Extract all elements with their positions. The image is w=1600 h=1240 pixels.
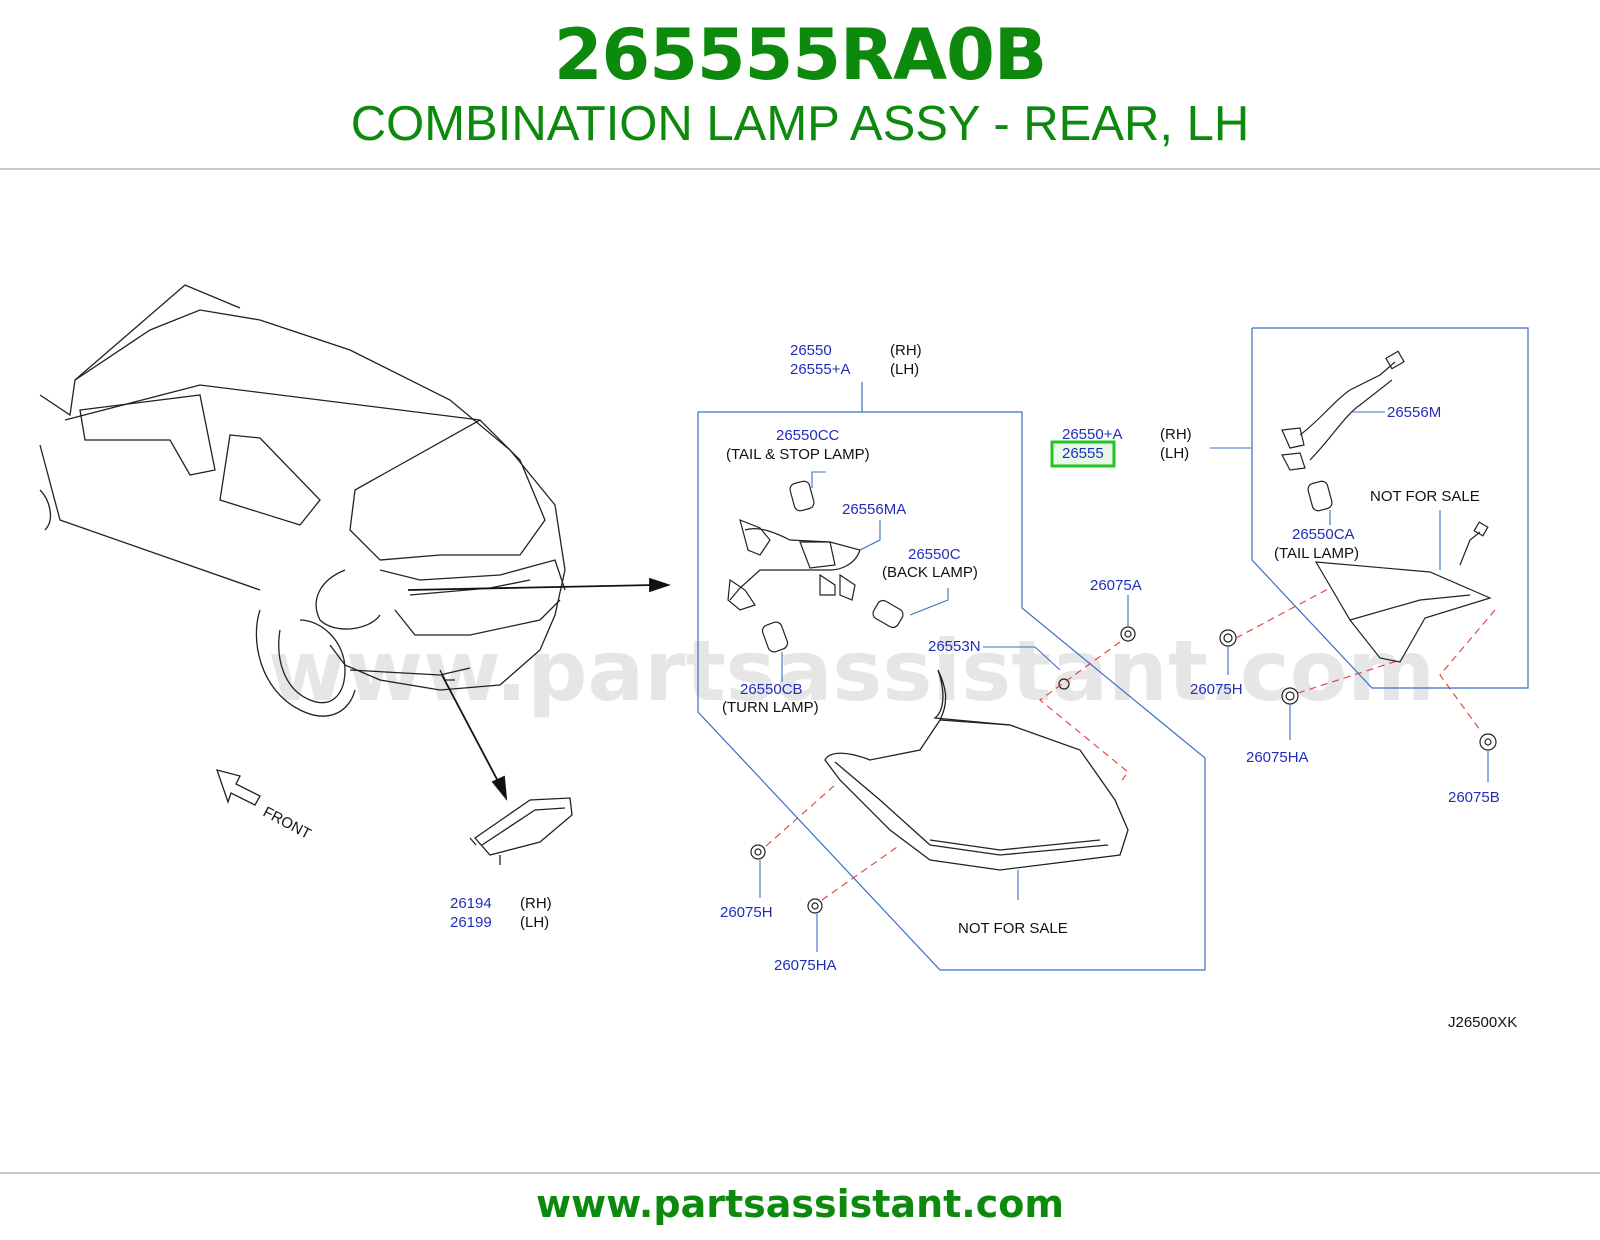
- leader-lines-fasteners: [759, 595, 1489, 952]
- leader-lines-main: [781, 471, 949, 682]
- callout-26075ha-main: 26075HA: [774, 957, 837, 974]
- watermark-text: www.partsassistant.com: [268, 622, 1435, 720]
- part-number-title: 265555RA0B: [553, 14, 1047, 96]
- callout-26199: 26199: [450, 914, 492, 931]
- page-header: 265555RA0B COMBINATION LAMP ASSY - REAR,…: [0, 0, 1600, 168]
- tail-lamp-caption: (TAIL LAMP): [1274, 545, 1359, 562]
- callout-26075h-main: 26075H: [720, 904, 773, 921]
- callout-26199-lh: (LH): [520, 914, 549, 931]
- callout-26550a: 26550+A: [1062, 426, 1122, 443]
- callout-26194: 26194: [450, 895, 492, 912]
- not-for-sale-side: NOT FOR SALE: [1370, 488, 1480, 505]
- callout-26555: 26555: [1062, 445, 1104, 462]
- dashed-assembly-lines: [765, 587, 1496, 901]
- fastener-parts: [750, 626, 1497, 914]
- callout-26194-rh: (RH): [520, 895, 552, 912]
- callout-26550cb: 26550CB: [740, 681, 803, 698]
- callout-26556m: 26556M: [1387, 404, 1441, 421]
- callout-26075h-side: 26075H: [1190, 681, 1243, 698]
- footer-divider: [0, 1172, 1600, 1174]
- callout-26553n: 26553N: [928, 638, 981, 655]
- callout-26075a: 26075A: [1090, 577, 1142, 594]
- callout-26556ma: 26556MA: [842, 501, 906, 518]
- callout-26555-lh: (LH): [1160, 445, 1189, 462]
- callout-26550c: 26550C: [908, 546, 961, 563]
- bulb-and-harness-group: [727, 480, 904, 653]
- not-for-sale-main: NOT FOR SALE: [958, 920, 1068, 937]
- front-direction-arrow: FRONT: [215, 769, 314, 843]
- callout-26550ca: 26550CA: [1292, 526, 1355, 543]
- side-marker-lamp: [469, 797, 573, 865]
- rear-combination-lamp-body: [824, 669, 1129, 871]
- parts-diagram-svg: www.partsassistant.com FRONT: [39, 284, 1529, 1031]
- leader-lines-lens: [983, 646, 1061, 900]
- assembly-frame-main: [697, 382, 1206, 971]
- parts-diagram: www.partsassistant.com FRONT: [0, 270, 1600, 1080]
- turn-lamp-caption: (TURN LAMP): [722, 699, 819, 716]
- front-label: FRONT: [260, 804, 314, 843]
- callout-26075ha-side: 26075HA: [1246, 749, 1309, 766]
- car-illustration: [39, 284, 566, 717]
- callout-26555a-lh: (LH): [890, 361, 919, 378]
- callout-26555a: 26555+A: [790, 361, 850, 378]
- back-lamp-caption: (BACK LAMP): [882, 564, 978, 581]
- callout-26550cc: 26550CC: [776, 427, 840, 444]
- tail-stop-lamp-caption: (TAIL & STOP LAMP): [726, 446, 870, 463]
- header-divider: [0, 168, 1600, 170]
- leader-lines-side: [1329, 411, 1441, 570]
- side-harness-and-bulb: [1281, 350, 1492, 663]
- callout-26075b: 26075B: [1448, 789, 1500, 806]
- callout-26550a-rh: (RH): [1160, 426, 1192, 443]
- callout-26550: 26550: [790, 342, 832, 359]
- callout-26550-rh: (RH): [890, 342, 922, 359]
- part-name-subtitle: COMBINATION LAMP ASSY - REAR, LH: [350, 97, 1250, 151]
- assembly-frame-side: [1251, 327, 1529, 689]
- highlight-box-26555: [1050, 440, 1116, 468]
- footer-url[interactable]: www.partsassistant.com: [536, 1182, 1064, 1226]
- diagram-code: J26500XK: [1448, 1014, 1517, 1031]
- callout-arrows: [407, 577, 671, 801]
